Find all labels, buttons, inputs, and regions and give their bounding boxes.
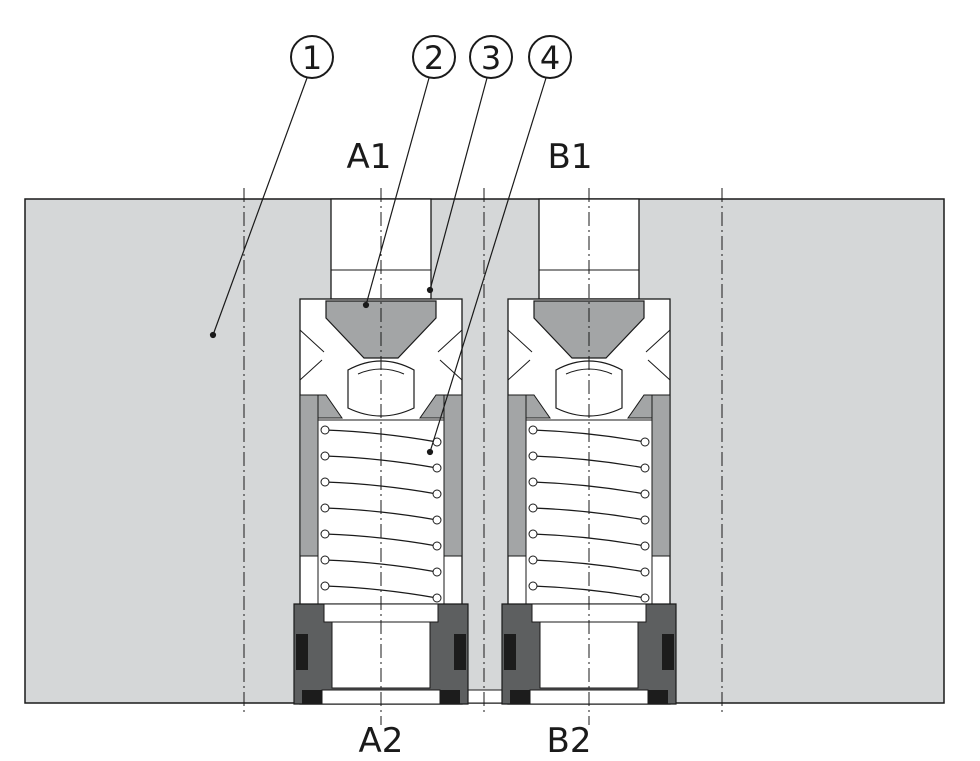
flow-line-right [645,329,671,381]
spring-wire-left [528,581,538,591]
spring-coil [324,559,438,573]
flow-line-left [299,329,325,381]
callout-circle-3 [469,35,513,79]
spring-wire-left [320,451,330,461]
port-label-b2: B2 [547,721,592,761]
callout-number-1: 1 [302,39,322,77]
spring-wire-left [320,503,330,513]
poppet [325,300,437,359]
spring-coil [324,533,438,547]
spring-wire-left [528,477,538,487]
callout-number-3: 3 [481,39,501,77]
sleeve-shoulder-right [627,394,670,419]
spring-wire-left [320,581,330,591]
callout-circle-4 [528,35,572,79]
flow-line-left [507,329,533,381]
flow-line-right [437,329,463,381]
spring-wire-right [432,515,442,525]
face-seal-right [648,690,668,704]
port-label-a2: A2 [359,721,404,761]
spring-wire-left [528,529,538,539]
leader-dot-4 [426,448,434,456]
sleeve-shoulder-right [419,394,462,419]
leader-dot-3 [426,286,434,294]
o-ring-left [504,634,516,670]
spring-wire-right [432,541,442,551]
leader-dot-2 [362,301,370,309]
leader-line-1 [212,77,308,336]
spring-wire-left [528,555,538,565]
o-ring-right [662,634,674,670]
sleeve-shoulder-left [508,394,551,419]
spring-wire-left [528,425,538,435]
leader-line-4 [429,77,547,453]
spring-wire-right [432,567,442,577]
spring-wire-right [640,593,650,603]
poppet [533,300,645,359]
spring-coil [532,559,646,573]
spring-wire-left [528,451,538,461]
callout-number-2: 2 [424,39,444,77]
port-label-a1: A1 [347,137,392,177]
sleeve-wall-right [651,394,671,557]
leader-line-3 [429,77,488,291]
spring-wire-left [528,503,538,513]
face-seal-right [440,690,460,704]
spring-wire-right [640,489,650,499]
o-ring-left [296,634,308,670]
callout-circle-2 [412,35,456,79]
sleeve-wall-left [507,394,527,557]
spring-wire-right [640,515,650,525]
o-ring-right [454,634,466,670]
face-seal-left [302,690,322,704]
spring-wire-left [320,477,330,487]
spring-wire-right [640,541,650,551]
spring-wire-right [432,463,442,473]
sleeve-wall-left [299,394,319,557]
spring-wire-left [320,555,330,565]
callout-circle-1 [290,35,334,79]
spring-wire-right [640,463,650,473]
spring-wire-right [640,567,650,577]
spring-wire-left [320,529,330,539]
spring-wire-right [640,437,650,447]
sleeve-wall-right [443,394,463,557]
port-label-b1: B1 [548,137,593,177]
leader-line-2 [365,77,430,306]
face-seal-left [510,690,530,704]
housing-block [24,198,945,704]
spring-wire-right [432,489,442,499]
leader-dot-1 [209,331,217,339]
callout-number-4: 4 [540,39,560,77]
spring-wire-right [432,593,442,603]
sleeve-shoulder-left [300,394,343,419]
spring-wire-left [320,425,330,435]
spring-coil [532,533,646,547]
